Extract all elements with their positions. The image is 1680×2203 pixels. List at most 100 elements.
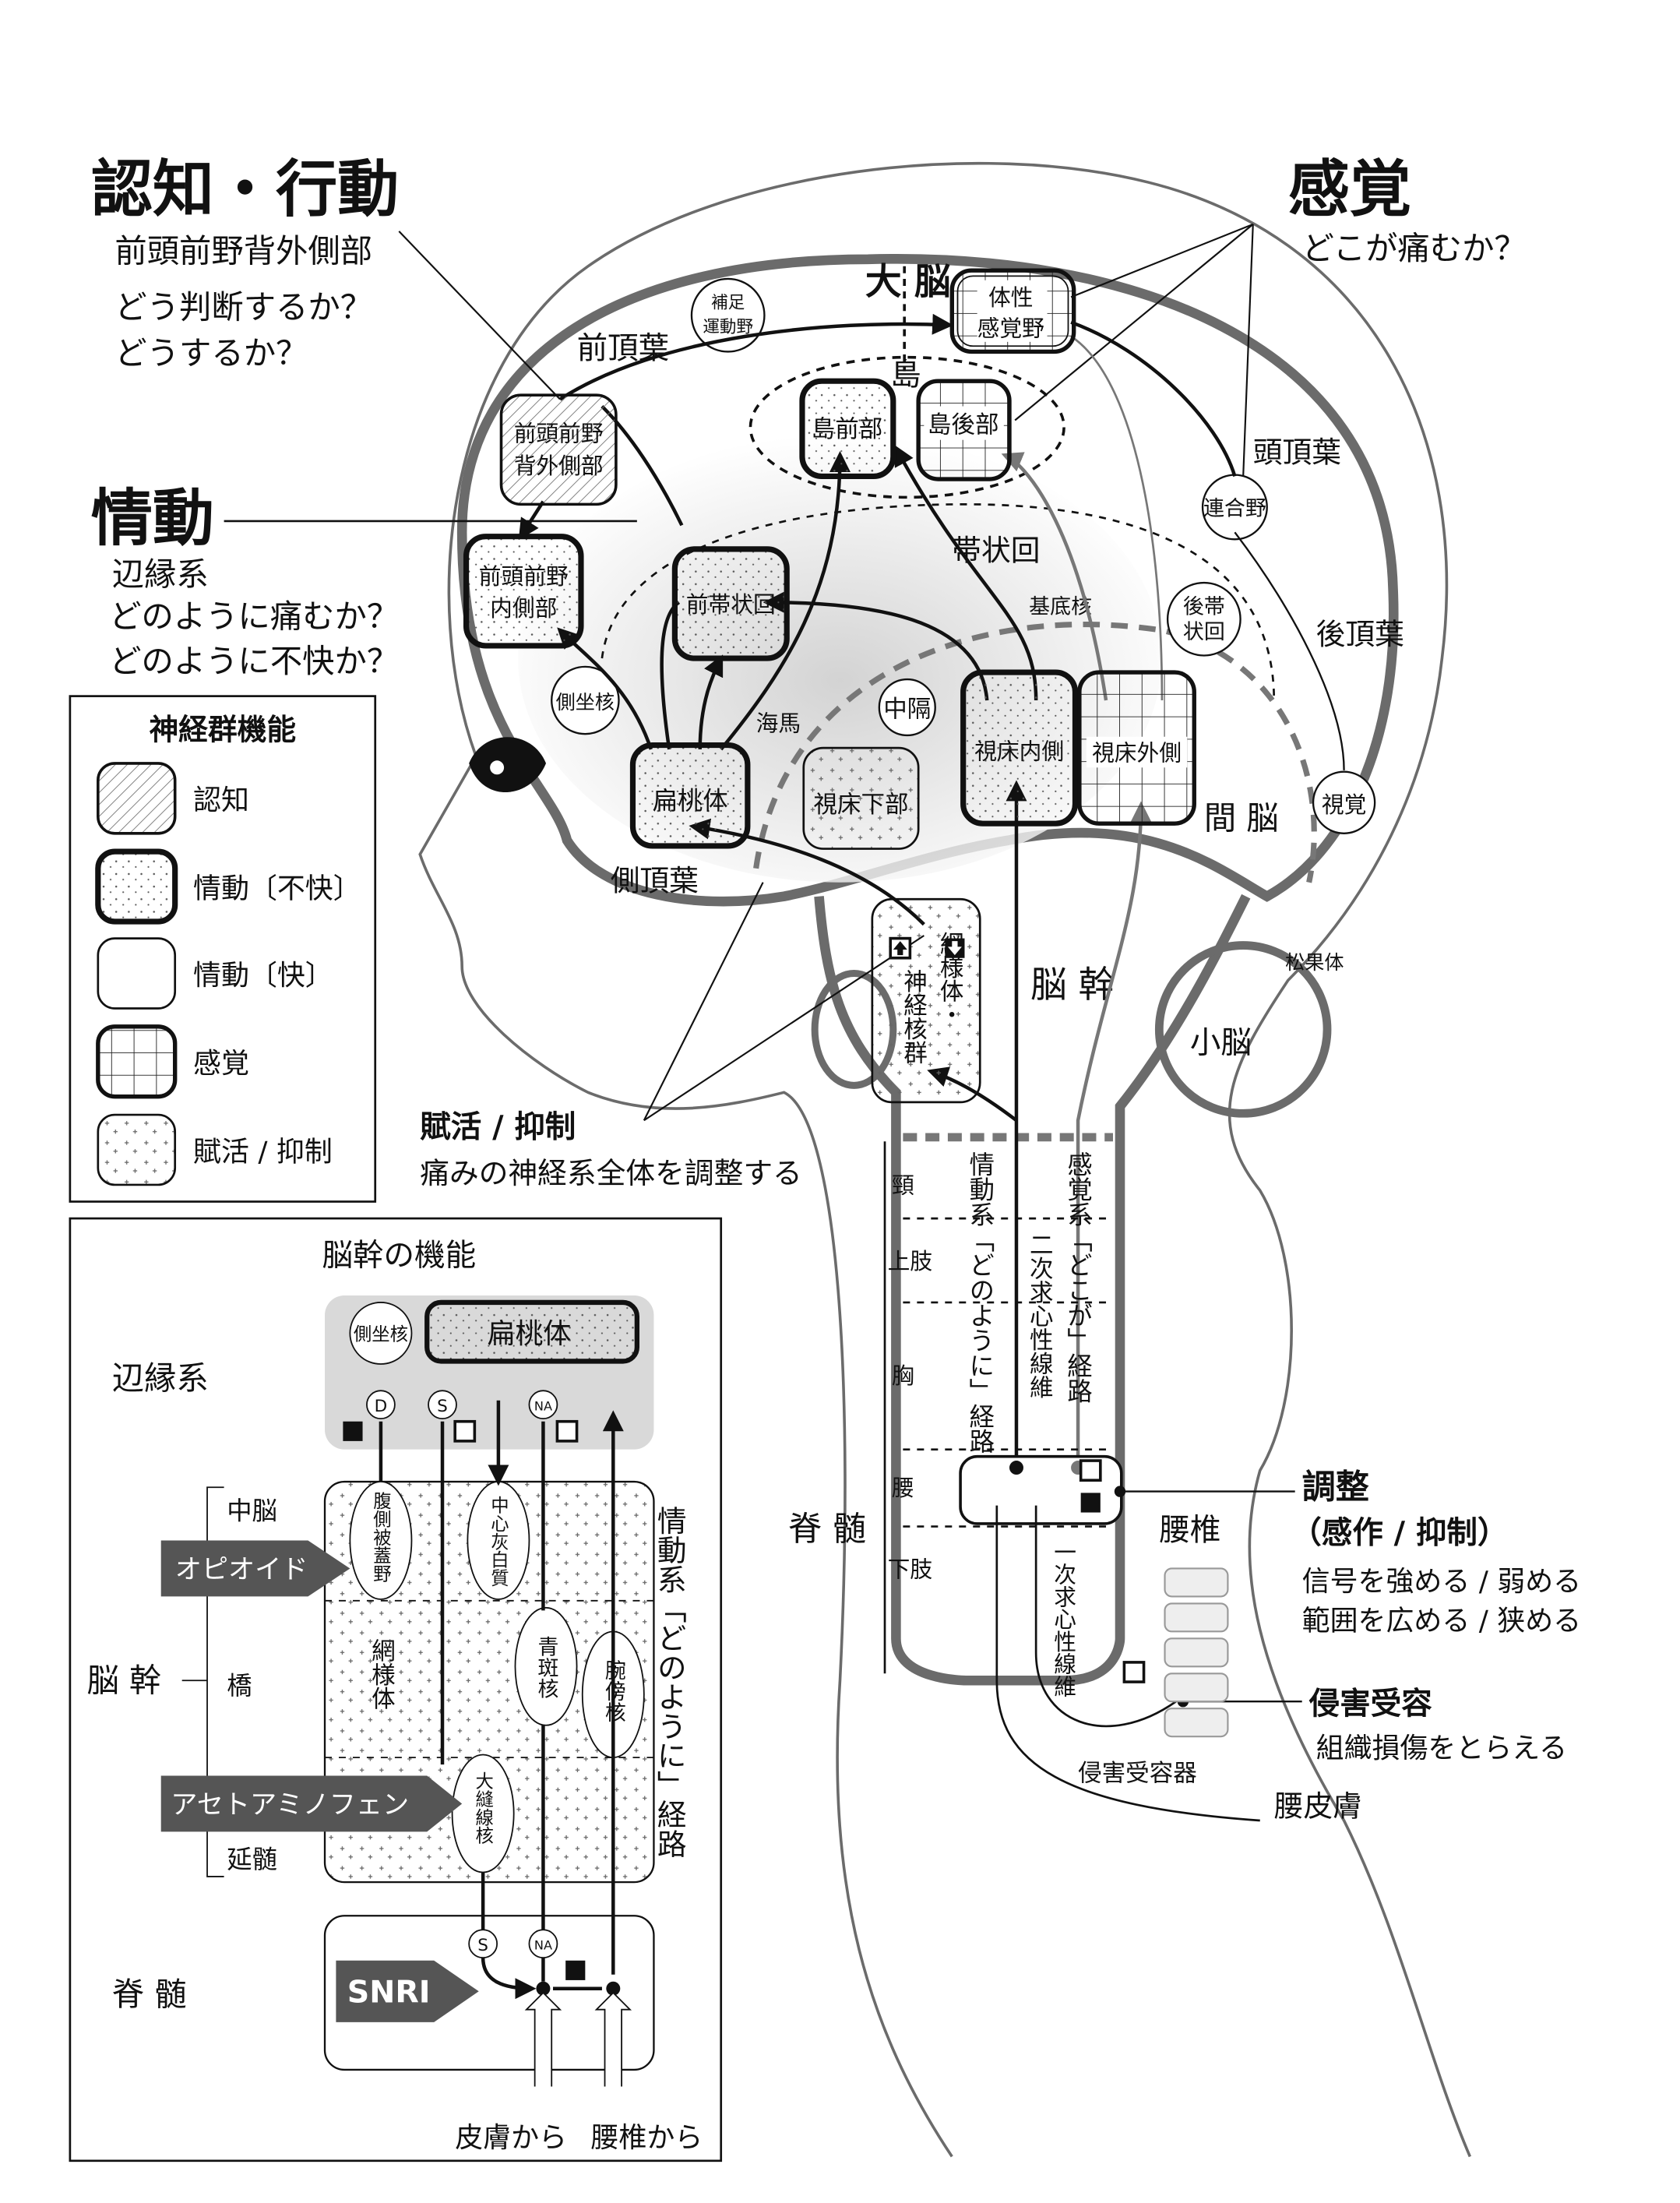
lumbar-vertebrae-icon <box>1164 1567 1229 1738</box>
down-arrow-icon <box>1080 1493 1101 1513</box>
up-arrow-icon <box>453 1419 477 1443</box>
legend-item-modulation: 賦活 / 抑制 <box>193 1136 333 1168</box>
box-acc: 前帯状回 <box>671 546 790 661</box>
box-mpfc-label-2: 内側部 <box>490 595 557 622</box>
legend-swatch-pleasant <box>97 937 177 1010</box>
panel-node-reticular: 網様体 <box>367 1638 395 1710</box>
drug-acetaminophen: アセトアミノフェン <box>160 1775 463 1832</box>
box-anterior-insula-label: 島前部 <box>812 416 883 443</box>
sensation-title: 感覚 <box>1288 153 1411 225</box>
emotion-title: 情動 <box>91 482 214 554</box>
cognition-title: 認知・行動 <box>91 153 399 225</box>
box-posterior-insula: 島後部 <box>916 379 1012 481</box>
legend-swatch-modulation <box>97 1113 177 1186</box>
label-cerebrum: 大 脳 <box>865 262 951 304</box>
modulation-desc: 痛みの神経系全体を調整する <box>420 1156 802 1190</box>
emotion-region: 辺縁系 <box>112 556 209 594</box>
box-hypothalamus-label: 視床下部 <box>813 791 908 819</box>
up-arrow-icon <box>1079 1459 1102 1482</box>
label-brainstem: 脳 幹 <box>1030 964 1115 1006</box>
label-parietal: 頭頂葉 <box>1253 435 1341 469</box>
adjustment-line-2: 範囲を広める / 狭める <box>1302 1606 1581 1637</box>
box-amygdala: 扁桃体 <box>629 742 751 849</box>
box-nuclei-label: 神経核群 <box>899 969 927 1065</box>
dorsal-horn-box <box>959 1454 1302 1822</box>
transmitter-noradrenaline: NA <box>534 1398 552 1413</box>
drug-opioid-label: オピオイド <box>175 1554 308 1585</box>
cognition-region: 前頭前野背外側部 <box>114 232 372 270</box>
box-medial-thalamus-label: 視床内側 <box>974 738 1064 765</box>
panel-node-locus-coeruleus: 青斑核 <box>534 1635 558 1698</box>
box-amygdala-label: 扁桃体 <box>653 786 728 816</box>
label-spinal-cord: 脊 髄 <box>788 1510 866 1549</box>
box-somatosensory-label-2: 感覚野 <box>977 315 1044 342</box>
label-sma-2: 運動野 <box>703 317 753 337</box>
cognition-q1: どう判断するか？ <box>114 288 372 326</box>
head-outline <box>418 161 1472 2158</box>
box-dlpfc-label-2: 背外側部 <box>514 453 604 479</box>
box-brainstem-nuclei: 神経核群 網様体・ <box>871 897 981 1104</box>
drug-acetaminophen-label: アセトアミノフェン <box>171 1789 409 1821</box>
panel-subrow-medulla: 延髄 <box>227 1845 277 1874</box>
adjustment-line-1: 信号を強める / 弱める <box>1302 1566 1581 1598</box>
brainstem-panel: 脳幹の機能 辺縁系 脳 幹 脊 髄 中脳 橋 延髄 側坐核 扁桃体 腹側被蓋野 … <box>69 1217 723 2162</box>
label-hippocampus: 海馬 <box>756 710 801 737</box>
label-accumbens: 側坐核 <box>556 691 615 714</box>
drug-opioid: オピオイド <box>160 1540 350 1597</box>
box-somatosensory-label-1: 体性 <box>988 284 1034 311</box>
input-arrows <box>524 1991 632 2087</box>
panel-node-vta: 腹側被蓋野 <box>370 1491 392 1582</box>
panel-node-pag: 中心灰白質 <box>488 1496 509 1587</box>
panel-title: 脳幹の機能 <box>322 1238 476 1274</box>
label-pineal: 松果体 <box>1285 951 1344 974</box>
transmitter-serotonin: S <box>437 1397 448 1416</box>
label-emotional-path: 情動系「どのように」経路 <box>965 1151 995 1454</box>
label-insula: 島 <box>890 358 921 393</box>
panel-row-limbic: 辺縁系 <box>112 1359 209 1397</box>
legend-swatch-cognition <box>97 762 177 835</box>
label-basal-ganglia: 基底核 <box>1029 595 1092 619</box>
box-medial-thalamus: 視床内側 <box>960 669 1079 827</box>
label-secondary-fiber: 二次求心性線維 <box>1025 1232 1053 1399</box>
box-mpfc-label-1: 前頭前野 <box>479 563 569 590</box>
panel-row-brainstem: 脳 幹 <box>86 1662 161 1700</box>
brainstem-outline <box>814 894 1251 1686</box>
cerebellum-outline <box>1154 941 1332 1118</box>
emotion-q1: どのように痛むか？ <box>109 598 399 636</box>
panel-subrow-midbrain: 中脳 <box>227 1496 277 1526</box>
panel-row-spinal: 脊 髄 <box>112 1976 187 2013</box>
segment-lumbar: 腰 <box>892 1475 914 1501</box>
cingulate-outline <box>601 503 1276 701</box>
box-hypothalamus: 視床下部 <box>802 746 920 850</box>
transmitter-noradrenaline-spinal: NA <box>534 1937 552 1952</box>
box-lateral-thalamus: 視床外側 <box>1077 670 1196 826</box>
modulation-title: 賦活 / 抑制 <box>420 1109 576 1145</box>
box-lateral-thalamus-label: 視床外側 <box>1092 739 1182 766</box>
nociception-desc: 組織損傷をとらえる <box>1316 1732 1567 1764</box>
legend-item-cognition: 認知 <box>193 784 249 816</box>
label-from-skin: 皮膚から <box>455 2122 567 2154</box>
box-posterior-insula-label: 島後部 <box>928 412 999 439</box>
label-sma-1: 補足 <box>711 294 745 313</box>
legend-item-pleasant: 情動〔快〕 <box>193 960 333 992</box>
sensation-q1: どこが痛むか？ <box>1302 230 1527 267</box>
legend-swatch-sensation <box>96 1024 178 1099</box>
adjustment-title: 調整 <box>1302 1468 1369 1507</box>
segment-neck: 頸 <box>892 1172 914 1199</box>
label-skin: 腰皮膚 <box>1274 1789 1362 1824</box>
label-association: 連合野 <box>1203 497 1266 521</box>
panel-subrow-pons: 橋 <box>227 1671 252 1701</box>
brain-outline <box>456 254 1399 907</box>
legend-item-sensation: 感覚 <box>193 1048 249 1080</box>
label-septum: 中隔 <box>883 696 931 724</box>
panel-node-accumbens: 側坐核 <box>354 1323 408 1345</box>
adjustment-subtitle: （感作 / 抑制） <box>1291 1515 1508 1551</box>
box-anterior-insula: 島前部 <box>799 378 896 480</box>
diencephalon-outline <box>753 621 1317 883</box>
label-temporal: 側頂葉 <box>611 863 699 897</box>
label-diencephalon: 間 脳 <box>1204 799 1279 837</box>
emotion-q2: どのように不快か？ <box>109 643 399 680</box>
nociception-title: 侵害受容 <box>1308 1686 1433 1722</box>
label-from-lumbar: 腰椎から <box>591 2122 703 2154</box>
